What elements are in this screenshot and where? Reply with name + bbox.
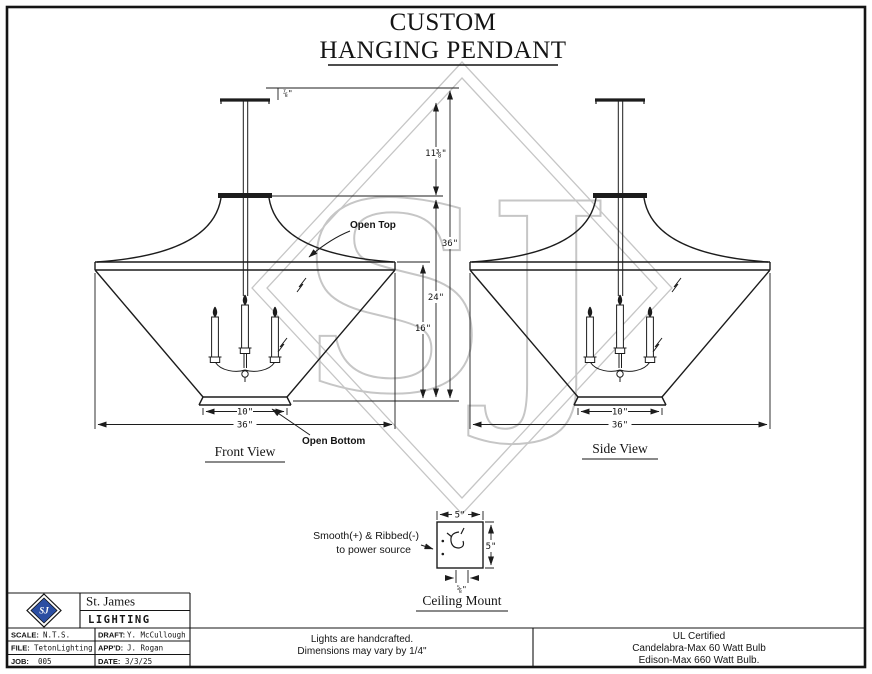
open-bottom-label: Open Bottom xyxy=(302,436,365,447)
file-label: FILE: xyxy=(11,644,30,653)
title-line-2: HANGING PENDANT xyxy=(319,37,566,64)
front-overall-width-dim: 36" xyxy=(237,421,253,431)
stem-drop-dim: ⅞" xyxy=(283,89,293,98)
mount-offset-dim: ⅝" xyxy=(457,585,467,594)
candelabra-bulb-line: Candelabra-Max 60 Watt Bulb xyxy=(632,643,766,654)
ceiling-mount-label: Ceiling Mount xyxy=(422,593,501,608)
sheet-title: CUSTOM HANGING PENDANT xyxy=(319,9,566,66)
appd-label: APP'D: xyxy=(98,644,123,653)
ceiling-mount-plate xyxy=(436,521,484,569)
watermark: SJ xyxy=(251,61,673,515)
mount-height-dim: 5" xyxy=(486,542,497,552)
wire-hook-symbol xyxy=(441,527,465,556)
side-view-label: Side View xyxy=(592,441,648,456)
open-top-label: Open Top xyxy=(350,220,396,231)
side-overall-width-dim: 36" xyxy=(612,421,628,431)
front-view-label: Front View xyxy=(215,444,276,459)
power-note-line-2: to power source xyxy=(336,544,411,556)
handcrafted-note-line-1: Lights are handcrafted. xyxy=(311,634,413,645)
scale-label: SCALE: xyxy=(11,631,39,640)
overall-height-dim: 36" xyxy=(442,239,458,249)
title-block-grid xyxy=(8,592,866,668)
company-subname: LIGHTING xyxy=(88,614,151,626)
front-bottom-width-dim: 10" xyxy=(237,408,253,418)
handcrafted-note-line-2: Dimensions may vary by 1/4" xyxy=(297,646,427,657)
watermark-letters: SJ xyxy=(300,147,611,452)
draft-label: DRAFT: xyxy=(98,631,125,640)
company-name: St. James xyxy=(86,594,135,609)
job-value: 005 xyxy=(38,657,52,666)
file-value: TetonLighting xyxy=(34,644,93,653)
page-border xyxy=(5,5,867,669)
power-note-line-1: Smooth(+) & Ribbed(-) xyxy=(313,530,419,542)
ul-certified-line: UL Certified xyxy=(673,631,725,642)
height-dimension-stack: ⅞" 11⅜" 36" 24" 16" xyxy=(266,87,459,402)
edison-bulb-line: Edison-Max 660 Watt Bulb. xyxy=(639,655,760,666)
date-value: 3/3/25 xyxy=(125,657,152,666)
appd-value: J. Rogan xyxy=(127,644,163,653)
handcrafted-note: Lights are handcrafted. Dimensions may v… xyxy=(297,634,427,657)
logo-letters: SJ xyxy=(39,606,49,616)
mid-section-dim: 24" xyxy=(428,293,444,303)
side-view-drawing: 10" 36" Side View xyxy=(470,100,770,460)
certification-note: UL Certified Candelabra-Max 60 Watt Bulb… xyxy=(632,631,766,666)
job-label: JOB: xyxy=(11,657,29,666)
front-view-drawing: 10" 36" Open Top Open Bottom Front View xyxy=(95,100,396,463)
ceiling-mount-drawing: 5" 5" ⅝" Smooth(+) & Ribbed(-) to power … xyxy=(313,511,508,612)
scale-value: N.T.S. xyxy=(43,631,70,640)
mount-width-dim: 5" xyxy=(455,511,466,521)
lower-section-dim: 16" xyxy=(415,324,431,334)
date-label: DATE: xyxy=(98,657,120,666)
title-line-1: CUSTOM xyxy=(390,9,497,36)
title-block: SJ St. James LIGHTING SCALE: N.T.S. DRAF… xyxy=(11,593,186,666)
side-bottom-width-dim: 10" xyxy=(612,408,628,418)
upper-section-dim: 11⅜" xyxy=(425,149,447,159)
draft-value: Y. McCullough xyxy=(127,631,186,640)
company-logo: SJ xyxy=(26,593,62,628)
